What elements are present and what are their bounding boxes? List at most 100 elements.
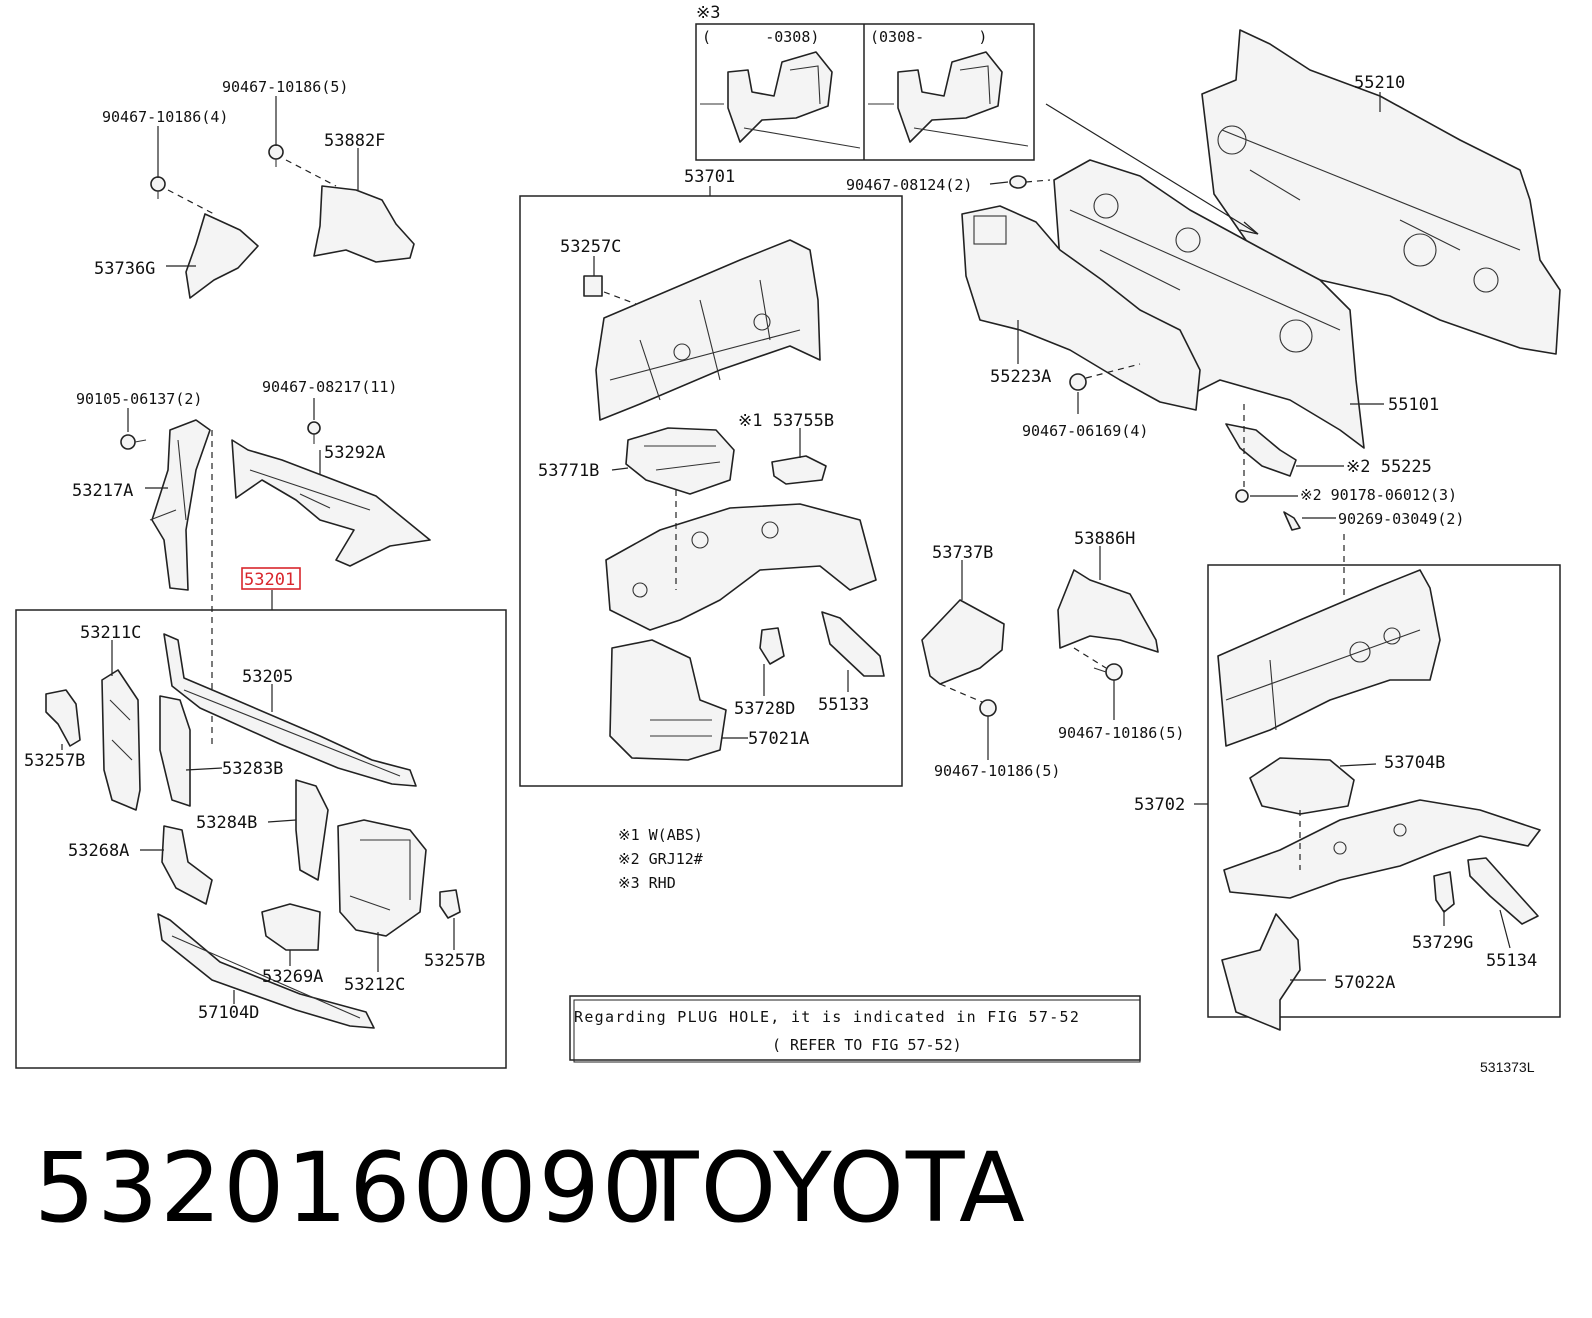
clip-90467-08217[interactable]: [307, 421, 321, 444]
label-90178-06012[interactable]: ※2 90178-06012(3): [1300, 486, 1457, 504]
label-53886h[interactable]: 53886H: [1074, 529, 1135, 549]
shield-53737b[interactable]: [921, 599, 1005, 685]
label-53257b-left[interactable]: 53257B: [24, 751, 85, 771]
label-55134[interactable]: 55134: [1486, 951, 1537, 971]
extension-57022a[interactable]: [1221, 913, 1301, 1031]
silencer-55223a[interactable]: [961, 205, 1201, 411]
label-90269-03049[interactable]: 90269-03049(2): [1338, 510, 1464, 528]
label-55133[interactable]: 55133: [818, 695, 869, 715]
label-90467-08124[interactable]: 90467-08124(2): [846, 176, 972, 194]
label-53702[interactable]: 53702: [1134, 795, 1185, 815]
clip-90269-03049[interactable]: [1283, 511, 1301, 531]
bracket-53257b-right[interactable]: [439, 889, 461, 919]
label-90467-06169[interactable]: 90467-06169(4): [1022, 422, 1148, 440]
label-57021a[interactable]: 57021A: [748, 729, 809, 749]
dash-panel-55101[interactable]: [1053, 159, 1365, 449]
variant-left-part[interactable]: [700, 51, 861, 149]
label-90467-10186-5-mid[interactable]: 90467-10186(5): [1058, 724, 1184, 742]
label-55225[interactable]: ※2 55225: [1346, 457, 1432, 477]
apron-upper-53702[interactable]: [1217, 569, 1441, 747]
label-53257b-right[interactable]: 53257B: [424, 951, 485, 971]
support-53212c[interactable]: [337, 819, 427, 937]
bracket-53268a[interactable]: [161, 825, 213, 905]
label-53212c[interactable]: 53212C: [344, 975, 405, 995]
variant-box: [695, 23, 1035, 161]
label-53704b[interactable]: 53704B: [1384, 753, 1445, 773]
label-53737b[interactable]: 53737B: [932, 543, 993, 563]
label-53268a[interactable]: 53268A: [68, 841, 129, 861]
label-55210[interactable]: 55210: [1354, 73, 1405, 93]
assembly-arrow: [1045, 103, 1259, 235]
label-53201[interactable]: 53201: [244, 570, 295, 590]
clip-53257c[interactable]: [583, 275, 603, 297]
label-90467-10186-5-low[interactable]: 90467-10186(5): [934, 762, 1060, 780]
nut-90467-06169[interactable]: [1069, 373, 1087, 391]
extension-57021a[interactable]: [609, 639, 727, 761]
bolt-90178-06012[interactable]: [1235, 489, 1249, 503]
label-53257c[interactable]: 53257C: [560, 237, 621, 257]
apron-lower-53702[interactable]: [1223, 799, 1541, 899]
label-90105-06137[interactable]: 90105-06137(2): [76, 390, 202, 408]
note-2: ※2 GRJ12#: [618, 850, 703, 868]
variant-left-label: ( -0308): [702, 28, 819, 46]
label-53755b[interactable]: ※1 53755B: [738, 411, 834, 431]
crossmember-53205[interactable]: [163, 633, 417, 787]
shield-53882f[interactable]: [313, 185, 415, 263]
label-53217a[interactable]: 53217A: [72, 481, 133, 501]
dashed-leader: [939, 683, 983, 703]
clip-90467-10186-4[interactable]: [150, 176, 166, 199]
bracket-53728d[interactable]: [759, 627, 785, 665]
brand-name: TOYOTA: [640, 1132, 1027, 1244]
support-53217a[interactable]: [149, 419, 211, 591]
brace-53283b[interactable]: [159, 695, 191, 807]
dashed-leader: [603, 291, 637, 305]
label-55101[interactable]: 55101: [1388, 395, 1439, 415]
bracket-53771b[interactable]: [625, 427, 735, 495]
label-90467-10186-4[interactable]: 90467-10186(4): [102, 108, 228, 126]
note-3: ※3 RHD: [618, 874, 676, 892]
bracket-55133[interactable]: [821, 611, 885, 677]
support-53211c[interactable]: [101, 669, 141, 811]
bracket-53257b-left[interactable]: [45, 689, 81, 747]
label-53728d[interactable]: 53728D: [734, 699, 795, 719]
label-53771b[interactable]: 53771B: [538, 461, 599, 481]
label-53729g[interactable]: 53729G: [1412, 933, 1473, 953]
variant-right-part[interactable]: [868, 51, 1029, 147]
highlight-53201: [241, 567, 301, 590]
clip-90467-10186-5-low[interactable]: [979, 699, 997, 717]
label-57022a[interactable]: 57022A: [1334, 973, 1395, 993]
shield-53886h[interactable]: [1057, 569, 1159, 653]
bracket-53755b[interactable]: [771, 455, 827, 485]
assembly-arrow-head: [1239, 221, 1259, 235]
label-53284b[interactable]: 53284B: [196, 813, 257, 833]
panel-53292a[interactable]: [231, 439, 431, 567]
apron-lower-53701[interactable]: [605, 503, 877, 631]
bracket-53704b[interactable]: [1249, 757, 1355, 815]
clip-90105-06137[interactable]: [120, 434, 147, 450]
label-53269a[interactable]: 53269A: [262, 967, 323, 987]
reinforcement-57104d[interactable]: [157, 913, 375, 1029]
brace-53284b[interactable]: [295, 779, 329, 881]
clip-90467-10186-5-mid[interactable]: [1093, 663, 1123, 681]
label-90467-08217[interactable]: 90467-08217(11): [262, 378, 397, 396]
label-53736g[interactable]: 53736G: [94, 259, 155, 279]
apron-upper-53701[interactable]: [595, 239, 821, 421]
bracket-53269a[interactable]: [261, 903, 321, 951]
bracket-55134[interactable]: [1467, 857, 1539, 925]
clip-90467-10186-5-top[interactable]: [268, 144, 284, 167]
label-53882f[interactable]: 53882F: [324, 131, 385, 151]
bracket-53729g[interactable]: [1433, 871, 1455, 913]
clip-90467-08124[interactable]: [1009, 175, 1027, 189]
bracket-55225[interactable]: [1225, 423, 1297, 477]
label-53701[interactable]: 53701: [684, 167, 735, 187]
label-90467-10186-5-top[interactable]: 90467-10186(5): [222, 78, 348, 96]
label-53211c[interactable]: 53211C: [80, 623, 141, 643]
label-53283b[interactable]: 53283B: [222, 759, 283, 779]
label-57104d[interactable]: 57104D: [198, 1003, 259, 1023]
label-55223a[interactable]: 55223A: [990, 367, 1051, 387]
shield-53736g[interactable]: [185, 213, 259, 299]
plug-note-box-shadow: [573, 999, 1141, 1063]
label-53205[interactable]: 53205: [242, 667, 293, 687]
label-53292a[interactable]: 53292A: [324, 443, 385, 463]
